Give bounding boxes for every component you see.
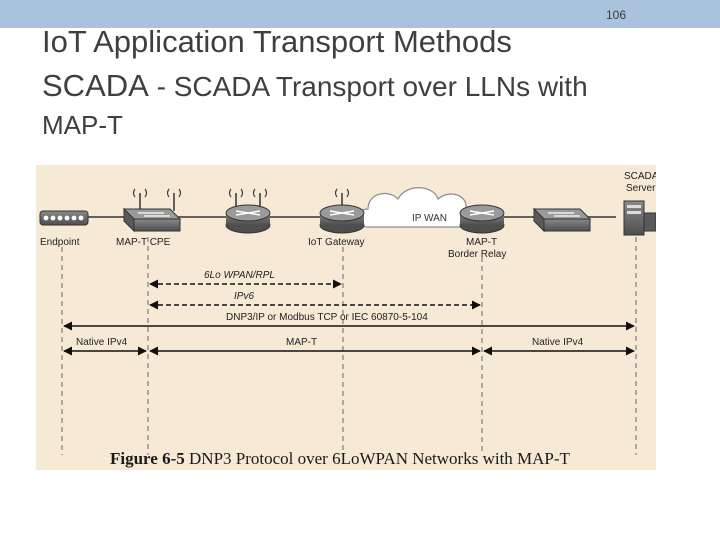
top-bar — [0, 0, 720, 28]
switch-icon — [532, 207, 592, 233]
scada-server-icon — [623, 200, 657, 236]
mapt-cpe-icon — [122, 193, 182, 233]
slide-title-line2: SCADA - SCADA Transport over LLNs with — [42, 68, 588, 104]
endpoint-label: Endpoint — [40, 237, 80, 248]
mapt-relay-label-line2: Border Relay — [448, 249, 506, 260]
slide-title-line1: IoT Application Transport Methods — [42, 24, 512, 59]
router-icon — [225, 193, 271, 234]
mapt-border-relay-icon — [459, 204, 505, 234]
router-wireless-icon — [228, 188, 268, 198]
figure-caption-label: Figure 6-5 — [110, 449, 185, 468]
iot-gateway-label: IoT Gateway — [308, 237, 365, 248]
title-subtitle: - SCADA Transport over LLNs with — [148, 71, 588, 102]
figure-caption-text: DNP3 Protocol over 6LoWPAN Networks with… — [184, 449, 570, 468]
ip-wan-label: IP WAN — [412, 213, 447, 224]
network-diagram-svg: IP WAN Endpoint MAP-T CPE — [36, 165, 659, 470]
iot-gateway-icon — [319, 193, 365, 234]
network-diagram: IP WAN Endpoint MAP-T CPE — [36, 165, 659, 470]
mapt-relay-label-line1: MAP-T — [466, 237, 497, 248]
slide-number: 106 — [605, 8, 627, 22]
slide-title-line3: MAP-T — [42, 110, 123, 140]
span-ipv6-label: IPv6 — [234, 291, 254, 302]
scada-server-label-line2: Server — [626, 183, 656, 194]
span-lowpan-label: 6Lo WPAN/RPL — [204, 270, 275, 281]
span-native-left-label: Native IPv4 — [76, 337, 128, 348]
iot-gateway-wireless-icon — [334, 188, 350, 198]
title-scada: SCADA — [42, 68, 149, 103]
mapt-cpe-label: MAP-T CPE — [116, 237, 171, 248]
span-mapt-label: MAP-T — [286, 337, 317, 348]
span-dnp3-label: DNP3/IP or Modbus TCP or IEC 60870-5-104 — [226, 312, 428, 323]
mapt-cpe-wireless-icon — [132, 188, 182, 198]
scada-server-label-line1: SCADA — [624, 171, 656, 182]
endpoint-icon — [39, 210, 89, 226]
span-native-right-label: Native IPv4 — [532, 337, 584, 348]
figure-caption: Figure 6-5 DNP3 Protocol over 6LoWPAN Ne… — [110, 449, 570, 469]
